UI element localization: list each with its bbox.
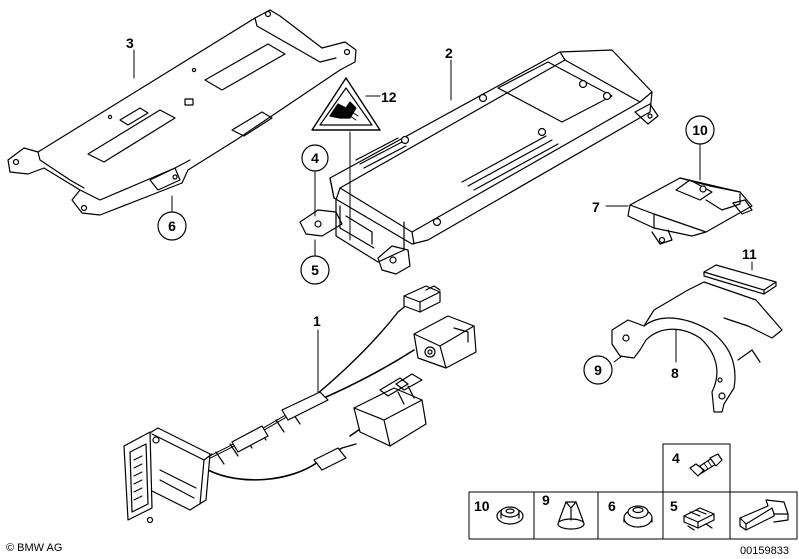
- adhesive-pad-part: [703, 264, 777, 295]
- callout-9-text: 9: [594, 362, 602, 378]
- legend-9-text: 9: [542, 492, 550, 508]
- leader-lines: [133, 49, 753, 393]
- callout-label-11: 11: [742, 246, 757, 262]
- callout-10-text: 10: [692, 122, 708, 138]
- legend-item-5: 5: [670, 498, 715, 531]
- callout-label-2: 2: [445, 45, 453, 61]
- callout-label-8: 8: [671, 365, 679, 381]
- drawing-number: 00159833: [740, 545, 789, 557]
- warning-label-part: [311, 77, 381, 131]
- callout-label-1: 1: [313, 313, 321, 329]
- legend-6-text: 6: [608, 498, 616, 514]
- legend-5-text: 5: [670, 498, 678, 514]
- callout-3-text: 3: [126, 35, 134, 51]
- callout-circle-6: 6: [157, 211, 187, 241]
- callout-circle-9: 9: [583, 355, 613, 385]
- module-part: [627, 177, 753, 245]
- callout-circle-4: 4: [301, 144, 329, 172]
- legend-item-4: 4: [672, 450, 723, 477]
- callout-2-text: 2: [445, 45, 453, 61]
- legend-10-text: 10: [474, 498, 490, 514]
- callout-label-3: 3: [126, 35, 134, 51]
- callout-1-text: 1: [313, 313, 321, 329]
- callout-circle-5: 5: [300, 255, 330, 285]
- callout-circle-10: 10: [685, 115, 715, 145]
- bracket-plate-part: [7, 9, 357, 216]
- callout-label-12: 12: [381, 89, 397, 105]
- next-page-arrow-icon[interactable]: [739, 499, 789, 531]
- legend-item-6: 6: [608, 498, 653, 528]
- legend-item-10: 10: [474, 498, 524, 525]
- callout-11-text: 11: [742, 246, 757, 262]
- callout-label-7: 7: [592, 199, 600, 215]
- legend-item-9: 9: [542, 492, 585, 530]
- callout-4-text: 4: [311, 150, 319, 166]
- brand-copyright: © BMW AG: [6, 542, 62, 554]
- callout-5-text: 5: [311, 262, 319, 278]
- legend-4-text: 4: [672, 450, 680, 466]
- callout-12-text: 12: [381, 89, 397, 105]
- callout-6-text: 6: [168, 218, 176, 234]
- wiring-harness-part: [123, 285, 477, 524]
- control-unit-part: [299, 49, 659, 275]
- bracket-part: [611, 281, 783, 413]
- callout-8-text: 8: [671, 365, 679, 381]
- callout-7-text: 7: [592, 199, 600, 215]
